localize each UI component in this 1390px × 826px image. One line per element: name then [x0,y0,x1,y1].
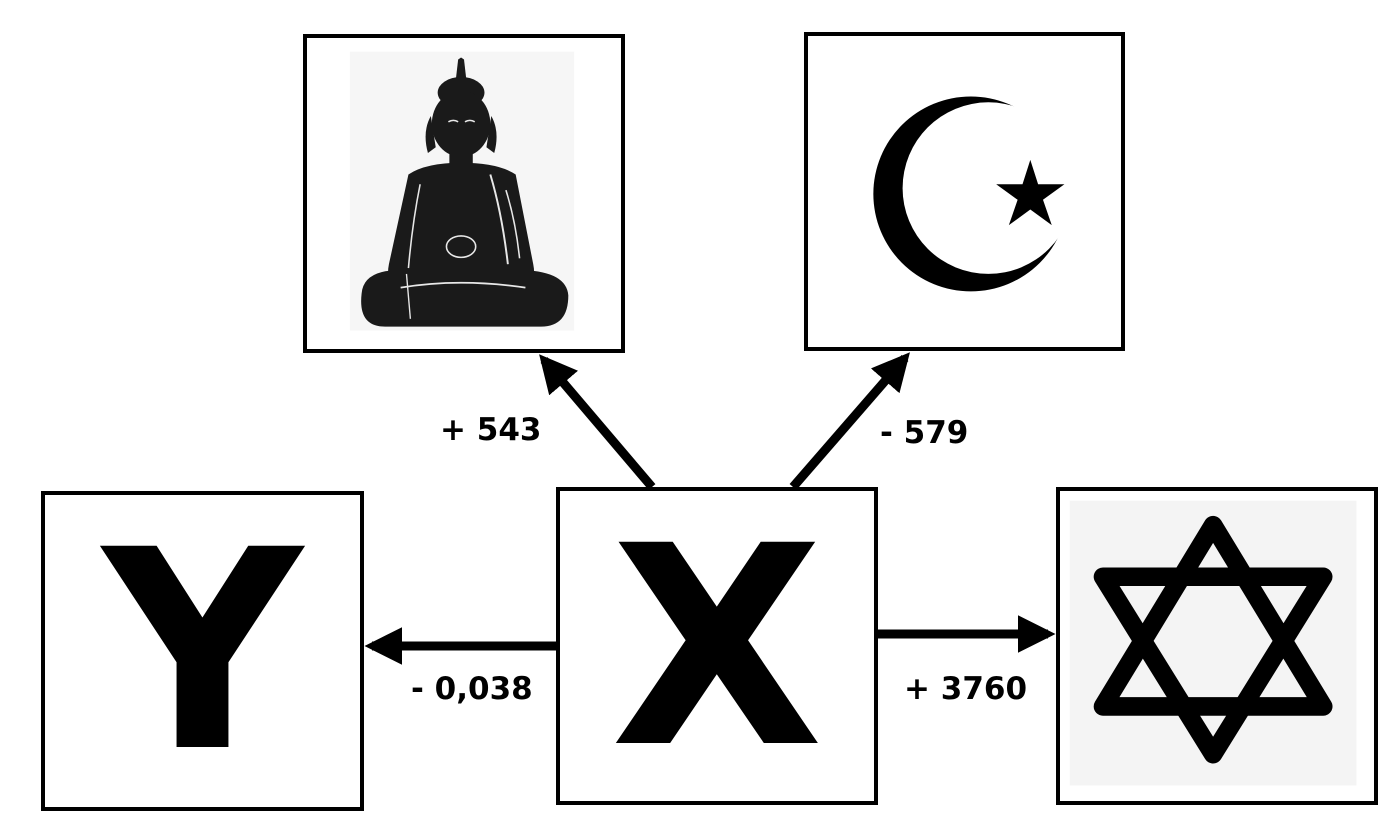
buddha-box [303,34,625,353]
y-box: Y [41,491,364,811]
star-of-david-box [1056,487,1378,805]
edge-label-x-to-buddha: + 543 [440,412,542,448]
crescent-star-box [804,32,1125,351]
edge-label-x-to-crescent: - 579 [880,415,969,451]
y-node-label: Y [102,492,303,811]
crescent-star-icon [873,96,1069,292]
buddha-icon [349,51,575,331]
star-of-david-icon [1069,500,1357,786]
edge-label-x-to-star-of-david: + 3760 [904,671,1028,707]
edge-label-x-to-y: - 0,038 [411,671,533,707]
x-box: X [556,487,878,805]
x-node-label: X [610,488,824,805]
arrow-x-to-buddha [539,354,656,490]
